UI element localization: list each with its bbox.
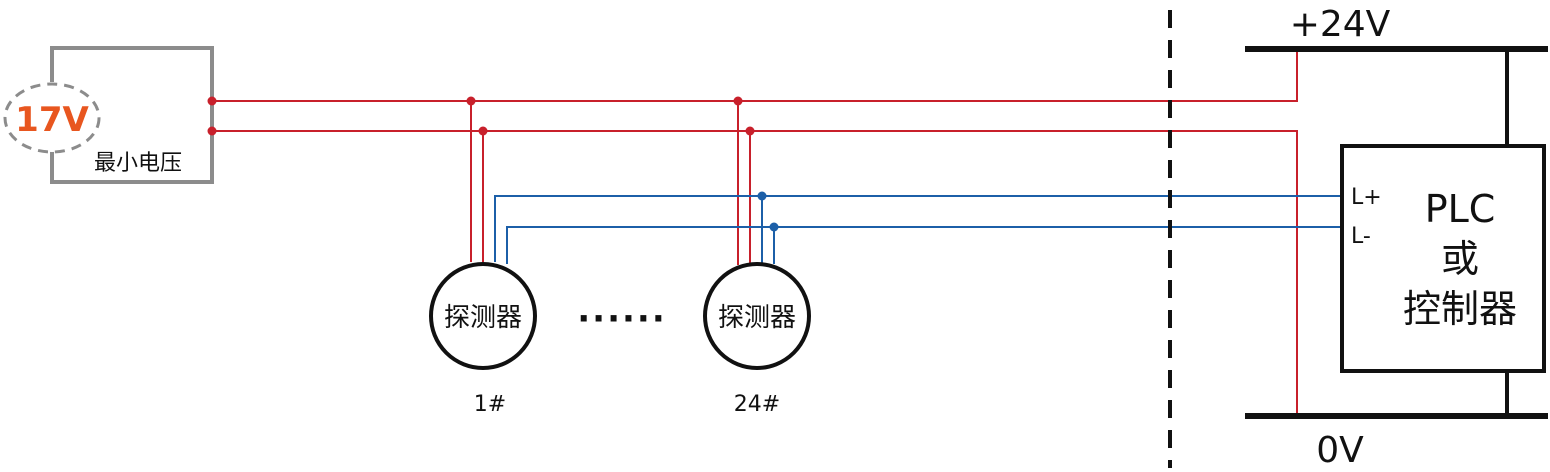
detector-ellipsis: ······ — [577, 299, 667, 339]
signal-wires — [494, 195, 1342, 264]
zero-rail-label: 0V — [1316, 430, 1364, 471]
detector-24-body — [703, 262, 811, 370]
meter-voltage: 17V — [15, 100, 89, 140]
positive-rail-label: +24V — [1290, 4, 1391, 45]
detector-24-label: 探测器 — [718, 303, 796, 333]
power-junctions — [207, 96, 755, 136]
controller-terminal-minus: L- — [1351, 224, 1371, 249]
detector-1-label: 探测器 — [444, 303, 522, 333]
signal-junctions — [757, 191, 779, 232]
meter-caption: 最小电压 — [94, 151, 182, 176]
detector-1: 探测器 1# — [429, 262, 537, 417]
detector-1-body — [429, 262, 537, 370]
controller-terminal-plus: L+ — [1351, 185, 1382, 210]
controller-title-plc: PLC — [1425, 187, 1496, 231]
detector-24-number: 24# — [734, 392, 780, 417]
controller-title-or: 或 — [1441, 237, 1479, 281]
detector-24: 探测器 24# — [703, 262, 811, 417]
meter-frame — [50, 46, 214, 184]
power-wires — [212, 52, 1298, 414]
controller-box — [1340, 144, 1546, 373]
controller-title-controller: 控制器 — [1403, 287, 1517, 331]
detector-1-number: 1# — [474, 392, 506, 417]
meter-dial — [3, 82, 101, 154]
